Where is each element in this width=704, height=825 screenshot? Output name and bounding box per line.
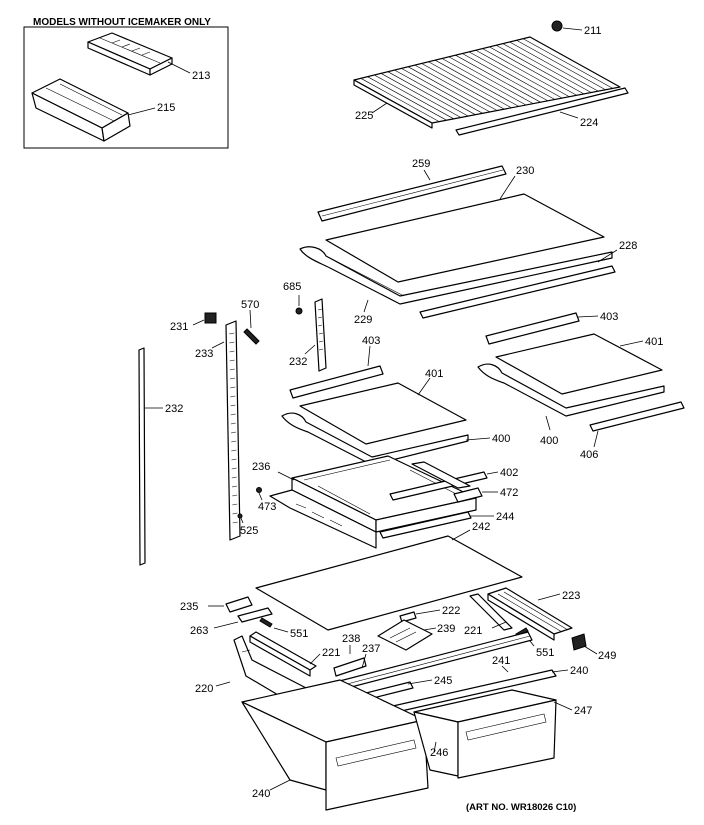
part-label-222: 222 (442, 605, 460, 617)
part-label-525: 525 (240, 525, 258, 537)
part-label-246: 246 (430, 747, 448, 759)
fastener-525 (237, 513, 244, 524)
shelf-rail-244 (379, 511, 494, 539)
clip-249 (571, 633, 598, 655)
glass-shelf-230 (325, 175, 605, 283)
snack-pan-236 (269, 455, 477, 549)
part-label-221-left: 221 (322, 647, 340, 659)
inset-frame (23, 26, 229, 149)
part-label-215: 215 (157, 102, 175, 114)
slide-rail-221-left (249, 631, 321, 677)
part-label-247: 247 (574, 705, 592, 717)
part-label-228: 228 (619, 240, 637, 252)
shelf-frame-400-left (281, 412, 491, 466)
part-label-221-right: 221 (464, 625, 482, 637)
clip-238 (333, 645, 367, 677)
slide-rail-221-right (469, 593, 513, 631)
part-label-244: 244 (496, 511, 514, 523)
cover-support-263 (213, 607, 273, 629)
part-label-236: 236 (252, 461, 270, 473)
part-label-240-top: 240 (570, 665, 588, 677)
shelf-frame-229 (299, 246, 613, 313)
part-label-242: 242 (472, 521, 490, 533)
icemaker-inset: MODELS WITHOUT ICEMAKER ONLY 213 215 (23, 17, 229, 149)
cover-support-235 (208, 596, 253, 613)
part-label-400-right: 400 (540, 435, 558, 447)
part-label-225: 225 (355, 110, 373, 122)
inset-title: MODELS WITHOUT ICEMAKER ONLY (33, 17, 211, 28)
part-label-401-left: 401 (425, 368, 443, 380)
shelf-rail-406 (589, 401, 685, 448)
slide-assembly-223 (487, 587, 573, 641)
part-label-245: 245 (434, 675, 452, 687)
part-label-570: 570 (241, 299, 259, 311)
glass-shelf-401-left (299, 377, 467, 445)
screw-685 (295, 295, 303, 315)
ice-tray (87, 32, 191, 76)
glass-shelf-401-right (495, 333, 663, 395)
crisper-cover-glass-242 (255, 529, 523, 631)
part-label-551-right: 551 (536, 647, 554, 659)
part-label-263: 263 (190, 625, 208, 637)
part-label-213: 213 (192, 70, 210, 82)
shelf-clip-211 (551, 20, 583, 32)
shelf-trim-259 (317, 165, 507, 222)
part-label-241: 241 (492, 655, 510, 667)
crisper-drawer-right (413, 689, 573, 779)
part-label-403-left: 403 (362, 335, 380, 347)
part-label-220: 220 (195, 683, 213, 695)
part-label-239: 239 (437, 623, 455, 635)
crisper-drawer-left (241, 679, 429, 811)
part-label-232-center: 232 (289, 356, 307, 368)
part-label-259: 259 (412, 158, 430, 170)
part-label-237: 237 (362, 643, 380, 655)
clip-222 (399, 609, 441, 623)
shelf-rail-233 (211, 320, 241, 541)
part-label-401-right: 401 (645, 336, 663, 348)
screw-570 (243, 309, 260, 345)
part-label-230: 230 (516, 165, 534, 177)
leader-241 (501, 665, 509, 673)
part-label-402: 402 (500, 467, 518, 479)
part-label-238: 238 (342, 633, 360, 645)
clip-231 (192, 312, 217, 326)
part-label-231: 231 (170, 321, 188, 333)
part-label-223: 223 (562, 590, 580, 602)
shelf-trim-403-right (485, 312, 599, 345)
part-label-240-bottom: 240 (252, 788, 270, 800)
part-label-472: 472 (500, 487, 518, 499)
part-label-400-left: 400 (492, 433, 510, 445)
part-label-551-left: 551 (290, 628, 308, 640)
part-label-685: 685 (283, 281, 301, 293)
part-label-224: 224 (580, 117, 598, 129)
part-label-211: 211 (584, 25, 602, 37)
part-label-473: 473 (258, 501, 276, 513)
shelf-rail-224 (455, 87, 629, 136)
pan-cover-402 (389, 461, 499, 501)
wire-shelf (353, 36, 621, 129)
art-number: (ART NO. WR18026 C10) (466, 802, 576, 813)
part-label-233: 233 (195, 348, 213, 360)
shelf-rail-228 (419, 249, 618, 319)
shelf-rail-232-left (138, 347, 163, 566)
part-label-403-right: 403 (600, 311, 618, 323)
bracket-239 (377, 619, 437, 651)
screw-473 (256, 487, 263, 501)
part-label-249: 249 (598, 650, 616, 662)
shelf-bracket-232-center (304, 298, 327, 372)
shelf-frame-400-right (477, 363, 665, 431)
part-label-229: 229 (354, 314, 372, 326)
part-label-235: 235 (180, 601, 198, 613)
part-label-232-left: 232 (165, 403, 183, 415)
part-label-406: 406 (580, 449, 598, 461)
screw-551-left (259, 617, 289, 633)
ice-bin (31, 78, 156, 142)
shelf-trim-403-left (289, 345, 384, 399)
pan-slide-472 (453, 487, 498, 503)
